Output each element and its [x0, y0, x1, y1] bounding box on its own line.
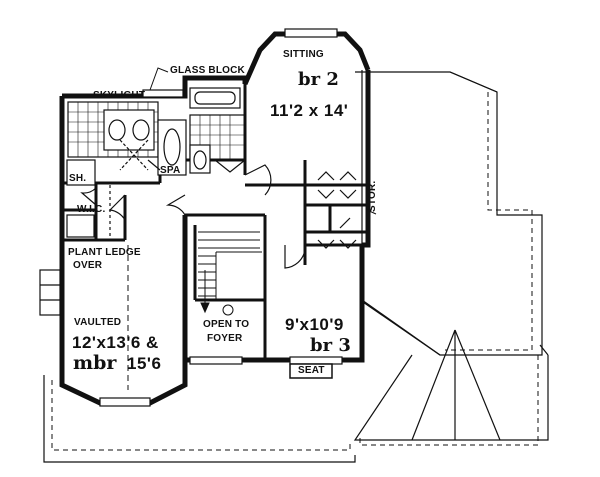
glass-block-label: GLASS BLOCK	[170, 65, 245, 76]
window-seat	[289, 363, 333, 379]
leaders	[149, 67, 377, 215]
bath-fixtures	[66, 87, 246, 238]
storage-label: STOR.	[367, 180, 378, 212]
br2-name: br 2	[298, 69, 339, 90]
lower-eave	[43, 375, 356, 463]
vaulted-label: VAULTED	[74, 317, 122, 328]
mbr-name: mbr	[73, 352, 117, 374]
over-label: OVER	[73, 260, 103, 271]
door-swings	[80, 159, 357, 269]
mbr-dimensions-2: 15'6	[127, 354, 162, 373]
br3-dimensions: 9'x10'9	[285, 315, 344, 334]
foyer-label: FOYER	[207, 333, 243, 344]
spa-label: SPA	[160, 165, 181, 176]
sitting-label: SITTING	[283, 49, 324, 60]
seat-label: SEAT	[298, 365, 325, 376]
roof-dashed	[51, 92, 539, 451]
staircase	[198, 231, 262, 316]
shower-label: SH.	[69, 173, 87, 184]
plant-ledge-label: PLANT LEDGE	[68, 247, 141, 258]
roof-outline	[353, 70, 549, 441]
wic-label: W.I.C.	[77, 204, 106, 215]
open-to-label: OPEN TO	[203, 319, 250, 330]
mbr-dimensions-1: 12'x13'6 &	[72, 333, 159, 352]
br3-name: br 3	[310, 335, 351, 356]
windows	[39, 28, 343, 407]
br2-dimensions: 11'2 x 14'	[270, 101, 349, 120]
skylight-label: SKYLIGHT	[93, 90, 146, 101]
